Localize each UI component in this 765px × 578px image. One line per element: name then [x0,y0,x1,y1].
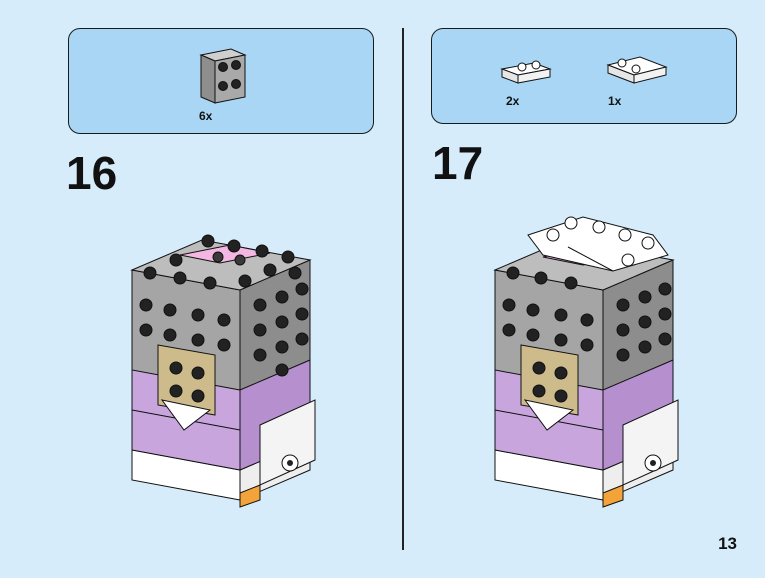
part-qty: 6x [199,109,213,123]
white-1x2-plate-icon [500,60,552,84]
step-number: 16 [66,147,118,199]
part-qty: 2x [506,94,520,108]
part-qty: 1x [608,94,622,108]
step-number: 17 [432,137,484,189]
step-17-assembly-illustration [493,216,679,508]
step-divider [402,28,404,550]
step-16-assembly-illustration [130,234,316,508]
white-2x2-plate-icon [606,56,668,84]
page-number: 13 [718,534,737,553]
gray-2x2-brick-icon [199,48,247,104]
step-17-parts-box: 2x 1x [431,28,737,124]
step-16-parts-box: 6x [68,28,374,134]
